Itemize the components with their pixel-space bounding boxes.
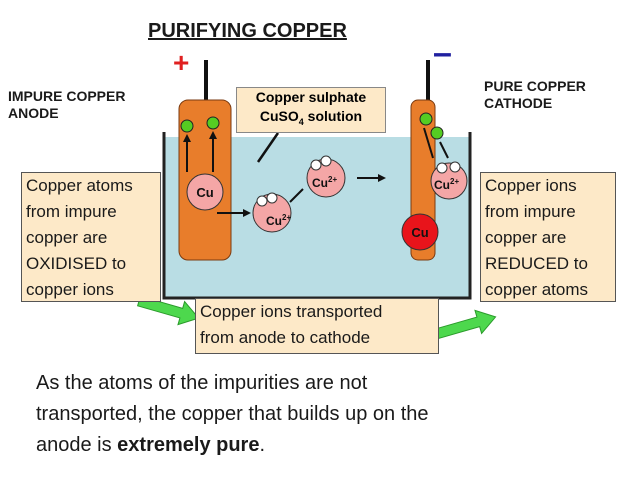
plus-sign: + (173, 47, 189, 78)
anode-label: IMPURE COPPER ANODE (8, 88, 126, 121)
copper-atom-label: Cu (411, 225, 428, 240)
transport-arrow (289, 188, 304, 203)
arrowhead (243, 209, 251, 217)
solution-label-line2: CuSO4 solution (237, 107, 385, 132)
ion-charge: 2+ (450, 177, 459, 186)
solution-pointer (256, 132, 280, 163)
ion-charge: 2+ (282, 213, 291, 222)
copper-ion-label: Cu2+ (266, 213, 291, 228)
impurity-atom (430, 126, 444, 140)
impurity-arrow (423, 127, 434, 159)
oxidation-note-box: Copper atoms from impure copper are OXID… (21, 172, 161, 302)
copper-atom-cathode (401, 213, 439, 251)
conclusion-emphasis: extremely pure (117, 434, 260, 456)
ion-charge: 2+ (328, 175, 337, 184)
electron-hole (310, 159, 322, 171)
ion-symbol: Cu (266, 214, 282, 228)
conclusion-end: . (259, 434, 266, 456)
page-title: PURIFYING COPPER (148, 20, 347, 42)
conclusion-main: As the atoms of the impurities are not t… (36, 372, 429, 456)
formula-prefix: CuSO (259, 108, 299, 124)
cathode-label: PURE COPPER CATHODE (484, 78, 586, 111)
reduction-note-box: Copper ions from impure copper are REDUC… (480, 172, 616, 302)
electron-hole (256, 195, 268, 207)
electron-hole (436, 162, 448, 174)
copper-ion-label: Cu2+ (434, 177, 459, 192)
arrowhead (378, 174, 386, 182)
green-arrow-left (137, 295, 200, 326)
conclusion-text: As the atoms of the impurities are not t… (36, 368, 576, 461)
formula-subscript: 4 (298, 116, 304, 127)
electron-hole (320, 155, 332, 167)
solution-label-line1: Copper sulphate (255, 89, 367, 105)
solution-label-box: Copper sulphate CuSO4 solution (236, 87, 386, 133)
ion-symbol: Cu (312, 176, 328, 190)
ion-symbol: Cu (434, 178, 450, 192)
impurity-atom (206, 116, 220, 130)
green-arrow-right (434, 309, 497, 340)
transport-note-box: Copper ions transported from anode to ca… (195, 298, 439, 354)
impurity-atom (419, 112, 433, 126)
impurity-atom (180, 119, 194, 133)
copper-atom-label: Cu (196, 185, 213, 200)
minus-sign: – (433, 34, 452, 72)
copper-ion-label: Cu2+ (312, 175, 337, 190)
electron-hole (449, 161, 461, 173)
copper-atom-anode (186, 173, 224, 211)
electron-hole (266, 192, 278, 204)
impurity-arrow (439, 141, 449, 159)
formula-suffix: solution (303, 108, 363, 124)
arrowhead (183, 134, 191, 142)
arrowhead (209, 131, 217, 139)
